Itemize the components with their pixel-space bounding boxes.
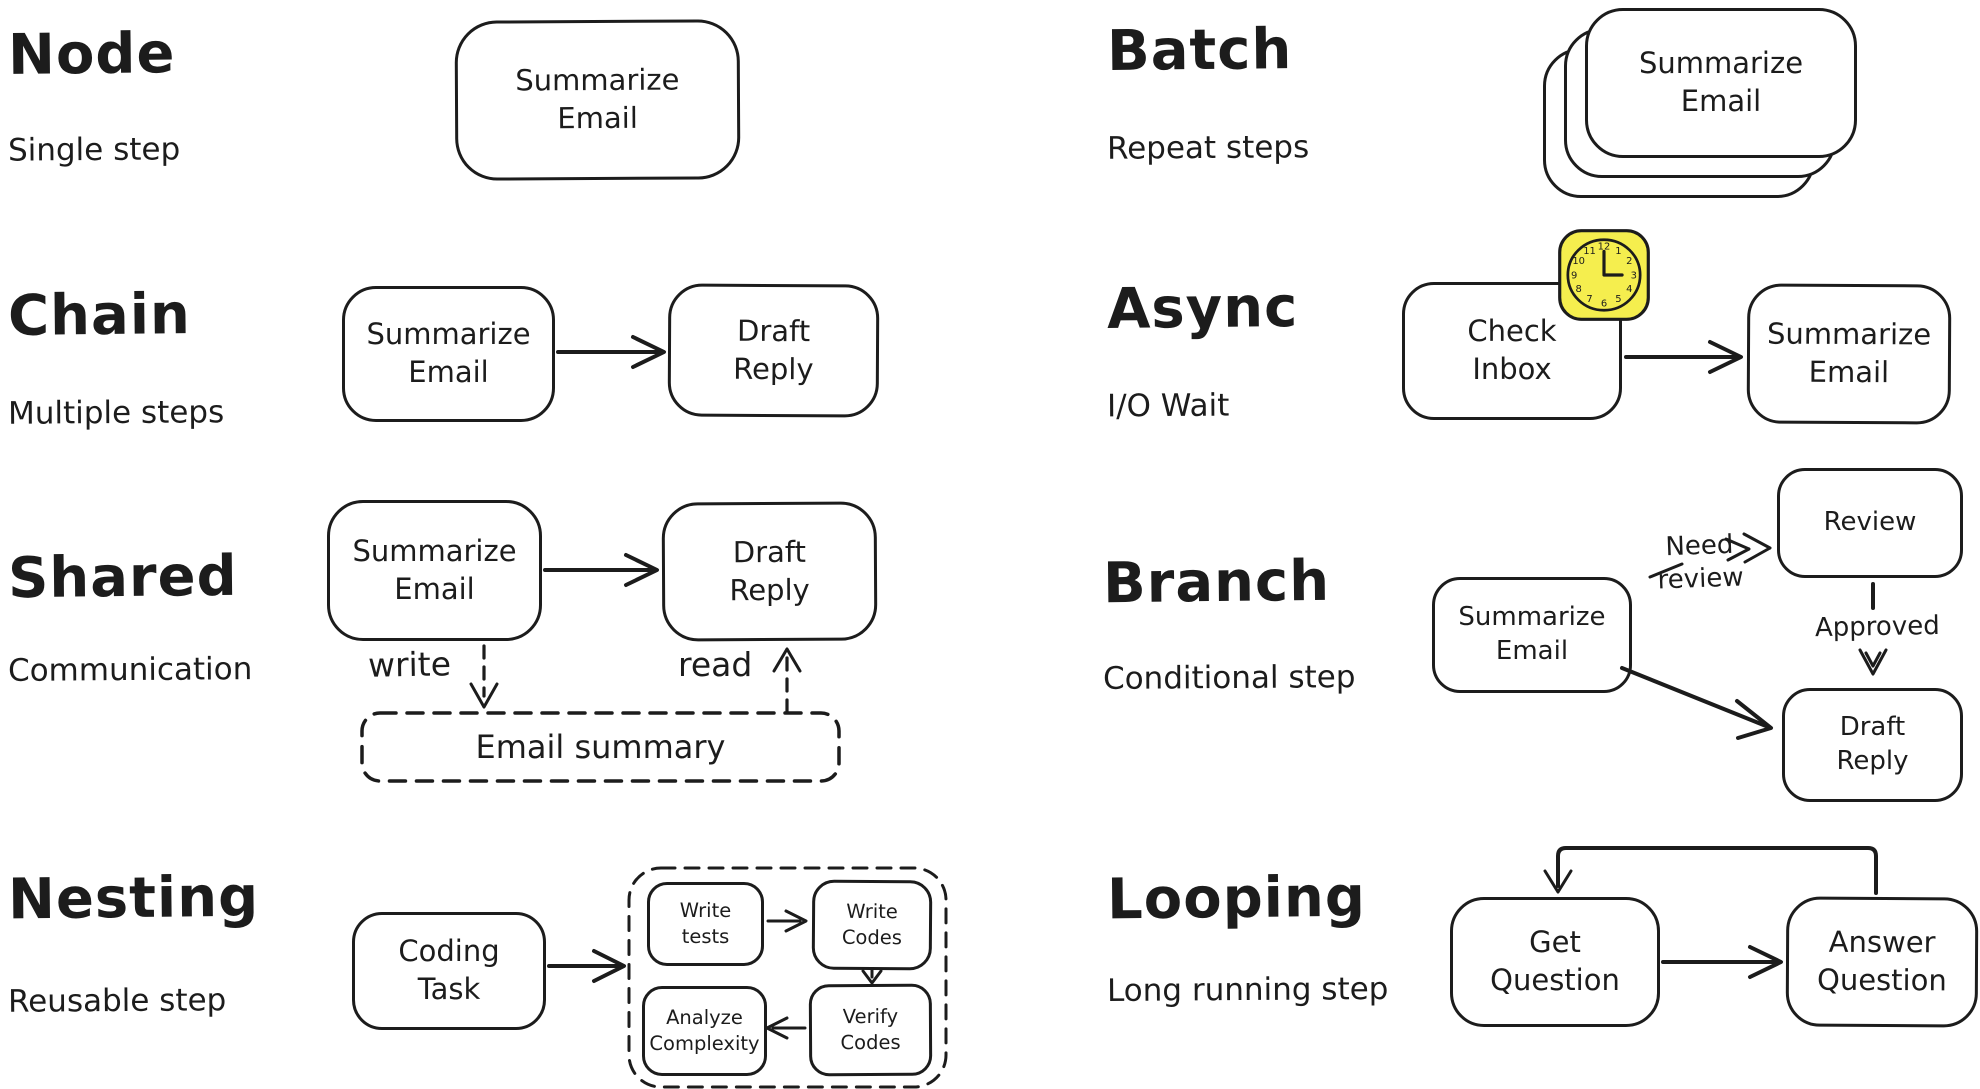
nesting-inner-arrow-codes-to-verify [861, 968, 883, 985]
nesting-inner-arrow-tests-to-codes [766, 909, 808, 933]
clock-icon: 12 1 2 3 4 5 6 7 8 9 10 11 [1557, 228, 1651, 322]
section-subtitle-async: I/O Wait [1106, 387, 1230, 425]
async-box-summarize-email: Summarize Email [1746, 283, 1952, 425]
shared-store-label: Email summary [475, 728, 726, 766]
clock-number: 7 [1586, 294, 1592, 305]
section-title-branch: Branch [1102, 548, 1331, 617]
section-title-node: Node [7, 21, 176, 88]
nesting-box-label: Coding Task [398, 934, 500, 1006]
branch-draft-label: Draft Reply [1836, 712, 1909, 776]
chain-box-draft-reply: Draft Reply [667, 283, 880, 418]
chain-box2-label: Draft Reply [733, 313, 814, 386]
branch-box-draft-reply: Draft Reply [1782, 688, 1963, 802]
clock-number: 10 [1572, 256, 1585, 267]
async-box2-label: Summarize Email [1766, 316, 1932, 390]
looping-box-answer-question: Answer Question [1785, 896, 1979, 1028]
clock-number: 8 [1576, 284, 1582, 295]
branch-box-summarize-email: Summarize Email [1432, 577, 1632, 693]
node-box-summarize-email: Summarize Email [454, 19, 741, 181]
looping-box2-label: Answer Question [1816, 925, 1947, 998]
branch-approved-label: Approved [1814, 610, 1940, 644]
nesting-inner-analyze-complexity: Analyze Complexity [642, 986, 767, 1076]
section-title-nesting: Nesting [7, 864, 260, 933]
chain-box1-label: Summarize Email [366, 317, 531, 389]
shared-write-arrow [469, 644, 499, 709]
section-title-async: Async [1106, 275, 1299, 342]
section-title-looping: Looping [1106, 864, 1367, 933]
clock-number: 9 [1571, 271, 1577, 282]
shared-write-label: write [367, 644, 452, 685]
looping-forward-arrow [1661, 945, 1783, 979]
shared-box-draft-reply: Draft Reply [661, 501, 878, 642]
shared-box2-label: Draft Reply [729, 534, 810, 607]
looping-box-get-question: Get Question [1450, 897, 1660, 1027]
branch-box-review: Review [1777, 468, 1963, 578]
section-subtitle-chain: Multiple steps [7, 394, 225, 432]
section-subtitle-branch: Conditional step [1102, 659, 1356, 697]
nesting-inner-arrow-verify-to-analyze [765, 1016, 807, 1040]
batch-card-label: Summarize Email [1638, 46, 1804, 118]
clock-icon-graphic: 12 1 2 3 4 5 6 7 8 9 10 11 [1558, 229, 1650, 321]
branch-review-label: Review [1823, 507, 1917, 538]
section-subtitle-nesting: Reusable step [7, 982, 227, 1020]
shared-arrow [543, 553, 659, 587]
nesting-inner-write-tests: Write tests [647, 882, 764, 966]
section-title-batch: Batch [1106, 17, 1293, 84]
nesting-inner-verify-codes: Verify Codes [808, 983, 933, 1077]
nesting-box-coding-task: Coding Task [352, 912, 546, 1030]
branch-box-label: Summarize Email [1458, 602, 1606, 666]
nesting-inner-write-codes: Write Codes [811, 879, 933, 971]
shared-box-summarize-email: Summarize Email [327, 500, 542, 641]
shared-read-arrow [772, 647, 802, 714]
clock-number: 5 [1615, 294, 1621, 305]
section-subtitle-node: Single step [7, 131, 181, 169]
shared-read-label: read [678, 645, 753, 684]
clock-number: 11 [1583, 246, 1596, 257]
section-subtitle-shared: Communication [7, 651, 253, 689]
async-arrow [1624, 340, 1743, 374]
chain-arrow [556, 335, 666, 369]
clock-number: 3 [1631, 271, 1637, 282]
chain-box-summarize-email: Summarize Email [342, 286, 555, 422]
clock-number: 4 [1626, 284, 1632, 295]
section-title-shared: Shared [7, 543, 239, 612]
section-subtitle-batch: Repeat steps [1106, 129, 1310, 167]
nesting-inner3-label: Analyze Complexity [649, 1005, 760, 1055]
shared-box1-label: Summarize Email [352, 533, 517, 606]
node-box-label: Summarize Email [515, 62, 680, 136]
clock-number: 1 [1615, 246, 1621, 257]
section-subtitle-looping: Long running step [1106, 971, 1389, 1009]
branch-draft-arrow [1620, 666, 1773, 740]
shared-store-email-summary: Email summary [362, 713, 839, 781]
nesting-inner1-label: Write tests [679, 898, 732, 948]
batch-card-front: Summarize Email [1585, 8, 1857, 158]
clock-number: 6 [1601, 299, 1607, 310]
looping-box1-label: Get Question [1490, 925, 1620, 997]
clock-number: 2 [1626, 256, 1632, 267]
async-box1-label: Check Inbox [1467, 314, 1557, 386]
nesting-arrow [547, 949, 626, 983]
branch-need-review-label: Need review [1657, 529, 1745, 595]
looping-back-arrow [1543, 846, 1878, 895]
nesting-inner2-label: Write Codes [841, 899, 903, 950]
clock-number: 12 [1598, 242, 1611, 253]
nesting-inner4-label: Verify Codes [840, 1004, 901, 1055]
section-title-chain: Chain [7, 282, 192, 349]
